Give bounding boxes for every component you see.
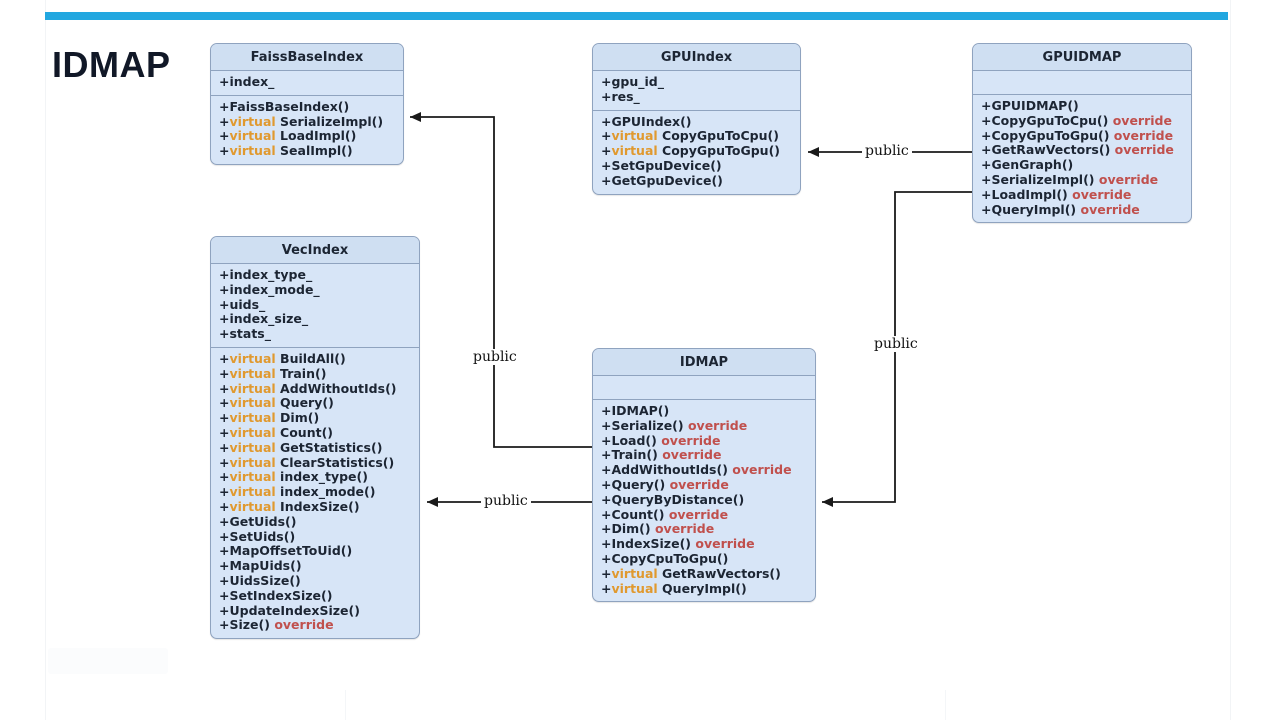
class-title-faissbaseindex: FaissBaseIndex — [211, 44, 403, 71]
class-member: +virtual CopyGpuToGpu() — [601, 143, 780, 159]
class-member: +virtual AddWithoutIds() — [219, 380, 397, 396]
class-member: +SerializeImpl() override — [981, 171, 1159, 187]
attributes-idmap — [593, 376, 815, 400]
class-member: +UidsSize() — [219, 572, 301, 588]
edge-label-gpuidmap-to-gpuindex: public — [862, 143, 912, 159]
class-member: +virtual BuildAll() — [219, 350, 346, 366]
class-member: +Serialize() override — [601, 417, 748, 433]
class-member: +virtual QueryImpl() — [601, 580, 747, 596]
attributes-vecindex: +index_type_ +index_mode_ +uids_ +index_… — [211, 264, 419, 348]
class-member: +QueryImpl() override — [981, 201, 1140, 217]
class-member: +QueryByDistance() — [601, 491, 745, 507]
class-member: +GenGraph() — [981, 157, 1074, 173]
edge-label-idmap-to-faissbaseindex: public — [470, 349, 520, 365]
class-box-vecindex[interactable]: VecIndex +index_type_ +index_mode_ +uids… — [210, 236, 420, 640]
class-box-faissbaseindex[interactable]: FaissBaseIndex +index_ +FaissBaseIndex()… — [210, 43, 404, 165]
class-title-gpuindex: GPUIndex — [593, 44, 800, 71]
class-member: +LoadImpl() override — [981, 186, 1132, 202]
class-member: +GetUids() — [219, 513, 297, 529]
class-member: +res_ — [601, 88, 640, 104]
attributes-faissbaseindex: +index_ — [211, 71, 403, 96]
class-member: +uids_ — [219, 296, 266, 312]
class-member: +GPUIDMAP() — [981, 98, 1079, 113]
class-member: +Size() override — [219, 617, 334, 633]
attributes-gpuidmap — [973, 71, 1191, 95]
slide-frame-right — [1230, 0, 1231, 720]
class-member: +virtual Query() — [219, 395, 334, 411]
class-member: +virtual Train() — [219, 365, 327, 381]
class-member: +AddWithoutIds() override — [601, 462, 792, 478]
class-member: +GPUIndex() — [601, 113, 692, 129]
class-member: +Train() override — [601, 447, 722, 463]
class-member: +virtual IndexSize() — [219, 498, 360, 514]
class-title-vecindex: VecIndex — [211, 237, 419, 264]
class-member: +SetGpuDevice() — [601, 157, 722, 173]
class-member: +virtual Count() — [219, 424, 334, 440]
methods-vecindex: +virtual BuildAll() +virtual Train() +vi… — [211, 348, 419, 638]
class-member: +virtual Dim() — [219, 410, 320, 426]
class-member: +index_size_ — [219, 311, 309, 327]
class-member: +virtual index_mode() — [219, 484, 376, 500]
edge-idmap-to-faissbaseindex — [410, 112, 592, 448]
class-member: +SetIndexSize() — [219, 587, 333, 603]
methods-idmap: +IDMAP() +Serialize() override +Load() o… — [593, 400, 815, 601]
watermark — [48, 648, 168, 674]
class-member: +virtual GetRawVectors() — [601, 565, 781, 581]
class-member: +virtual CopyGpuToCpu() — [601, 128, 779, 144]
class-member: +index_type_ — [219, 267, 313, 282]
class-member: +FaissBaseIndex() — [219, 98, 350, 114]
class-member: +GetGpuDevice() — [601, 172, 723, 188]
attributes-gpuindex: +gpu_id_ +res_ — [593, 71, 800, 111]
class-member: +GetRawVectors() override — [981, 142, 1174, 158]
class-member: +IndexSize() override — [601, 536, 755, 552]
class-title-idmap: IDMAP — [593, 349, 815, 376]
class-member: +SetUids() — [219, 528, 296, 544]
class-member: +IDMAP() — [601, 403, 670, 418]
class-box-gpuindex[interactable]: GPUIndex +gpu_id_ +res_ +GPUIndex() +vir… — [592, 43, 801, 195]
slide-frame-bottom-divider-2 — [945, 690, 946, 720]
class-member: +gpu_id_ — [601, 74, 665, 89]
slide-frame-bottom-divider-1 — [345, 690, 346, 720]
accent-bar — [45, 12, 1228, 20]
class-member: +MapOffsetToUid() — [219, 543, 353, 559]
class-member: +virtual SealImpl() — [219, 143, 353, 159]
slide-frame-left — [45, 0, 46, 720]
class-member: +virtual ClearStatistics() — [219, 454, 395, 470]
class-member: +CopyGpuToGpu() override — [981, 127, 1174, 143]
class-member: +virtual GetStatistics() — [219, 439, 383, 455]
class-member: +UpdateIndexSize() — [219, 602, 360, 618]
class-member: +CopyCpuToGpu() — [601, 550, 729, 566]
edge-label-idmap-to-vecindex: public — [481, 493, 531, 509]
methods-gpuindex: +GPUIndex() +virtual CopyGpuToCpu() +vir… — [593, 111, 800, 194]
class-member: +virtual index_type() — [219, 469, 368, 485]
methods-faissbaseindex: +FaissBaseIndex() +virtual SerializeImpl… — [211, 96, 403, 164]
class-title-gpuidmap: GPUIDMAP — [973, 44, 1191, 71]
class-member: +CopyGpuToCpu() override — [981, 112, 1172, 128]
class-member: +Dim() override — [601, 521, 715, 537]
class-member: +index_mode_ — [219, 281, 320, 297]
class-member: +virtual SerializeImpl() — [219, 113, 384, 129]
class-member: +Query() override — [601, 476, 729, 492]
page-title: IDMAP — [52, 44, 171, 85]
edge-label-gpuidmap-to-idmap: public — [871, 336, 921, 352]
class-member: +MapUids() — [219, 558, 302, 574]
class-box-gpuidmap[interactable]: GPUIDMAP +GPUIDMAP() +CopyGpuToCpu() ove… — [972, 43, 1192, 224]
class-member: +stats_ — [219, 326, 271, 342]
class-member: +Count() override — [601, 506, 729, 522]
class-member: +Load() override — [601, 432, 721, 448]
class-member: +index_ — [219, 74, 275, 89]
class-box-idmap[interactable]: IDMAP +IDMAP() +Serialize() override +Lo… — [592, 348, 816, 603]
class-member: +virtual LoadImpl() — [219, 128, 357, 144]
methods-gpuidmap: +GPUIDMAP() +CopyGpuToCpu() override +Co… — [973, 95, 1191, 222]
